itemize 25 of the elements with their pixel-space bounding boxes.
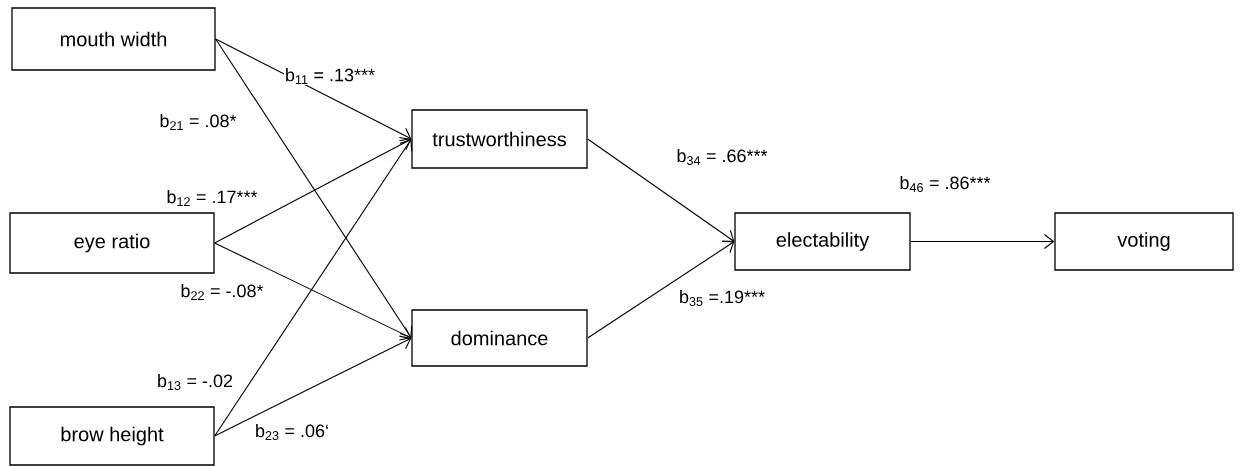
process-box: dominance bbox=[411, 309, 588, 367]
edge-label: b$_{22}$ = -.08* bbox=[179, 283, 265, 301]
arrow bbox=[214, 139, 413, 437]
edge-label: b$_{11}$ = .13*** bbox=[283, 67, 377, 85]
edge-label: b$_{35}$ =.19*** bbox=[677, 289, 767, 307]
arrow bbox=[215, 38, 413, 338]
arrow bbox=[910, 233, 1055, 250]
process-box: voting bbox=[1054, 212, 1234, 271]
process-box: mouth width bbox=[11, 7, 216, 71]
arrow bbox=[214, 242, 412, 341]
edge-label: b$_{21}$ = .08* bbox=[158, 113, 238, 131]
edge-label: b$_{46}$ = .86*** bbox=[898, 175, 992, 193]
arrow bbox=[214, 136, 412, 244]
process-box: trustworthiness bbox=[411, 109, 588, 169]
arrow bbox=[587, 240, 735, 339]
arrow bbox=[587, 138, 735, 243]
edge-label: b$_{12}$ = .17*** bbox=[165, 189, 259, 207]
process-box: electability bbox=[734, 212, 911, 271]
arrow bbox=[214, 335, 412, 437]
process-box: brow height bbox=[9, 406, 215, 466]
edge-label: b$_{23}$ = .06‘ bbox=[253, 423, 331, 441]
edge-label: b$_{13}$ = -.02 bbox=[155, 373, 235, 391]
arrow bbox=[215, 38, 412, 142]
edge-label: b$_{34}$ = .66*** bbox=[675, 148, 769, 166]
process-box: eye ratio bbox=[9, 212, 215, 274]
